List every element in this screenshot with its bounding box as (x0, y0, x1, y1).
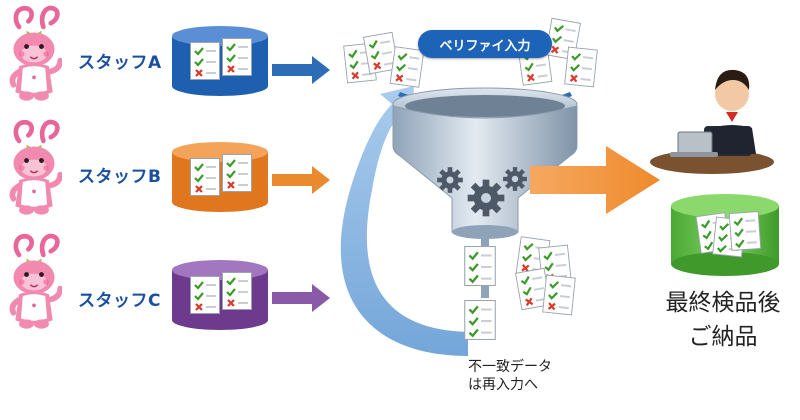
staff-b-arrow (272, 166, 330, 194)
document-icon (222, 272, 252, 310)
mismatch-documents (514, 236, 576, 316)
staff-c-label: スタッフC (78, 291, 161, 311)
staff-c-arrow (272, 284, 330, 312)
return-arrow (340, 86, 468, 356)
database-icon (172, 26, 268, 96)
staff-a-label: スタッフA (78, 53, 162, 73)
staff-row-c (12, 236, 330, 330)
document-icon (542, 274, 576, 316)
mascot-icon (12, 236, 60, 329)
worker-at-laptop-icon (650, 69, 774, 174)
output-arrow (530, 146, 660, 214)
document-icon (222, 38, 252, 76)
document-icon (728, 210, 762, 252)
gear-icon (437, 167, 463, 193)
document-icon (464, 246, 496, 286)
verify-input-badge: ベリファイ入力 (418, 30, 552, 58)
incoming-documents-left (343, 31, 425, 88)
document-icon (190, 276, 220, 314)
mismatch-caption: 不一致データ は再入力へ (468, 358, 552, 394)
result-caption-line: 最終検品後 (665, 290, 781, 316)
document-icon (222, 154, 252, 192)
mascot-icon (12, 122, 60, 215)
gear-icon (503, 167, 527, 191)
document-icon (464, 300, 496, 340)
staff-row-b (12, 122, 330, 215)
staff-a-arrow (272, 56, 330, 84)
document-icon (389, 46, 425, 88)
document-icon (190, 158, 220, 196)
mismatch-caption-line: 不一致データ (468, 359, 552, 375)
gear-icon (467, 179, 505, 217)
staff-row-a (12, 8, 330, 101)
document-icon (564, 46, 598, 88)
database-icon (172, 142, 268, 212)
staff-b-label: スタッフB (78, 167, 162, 187)
mismatch-caption-line: は再入力へ (468, 377, 538, 393)
document-icon (190, 42, 220, 80)
funnel-icon (392, 87, 578, 239)
final-database-icon (671, 194, 779, 276)
mascot-icon (12, 8, 60, 101)
result-caption-line: ご納品 (688, 324, 758, 350)
result-caption: 最終検品後 ご納品 (648, 286, 798, 354)
